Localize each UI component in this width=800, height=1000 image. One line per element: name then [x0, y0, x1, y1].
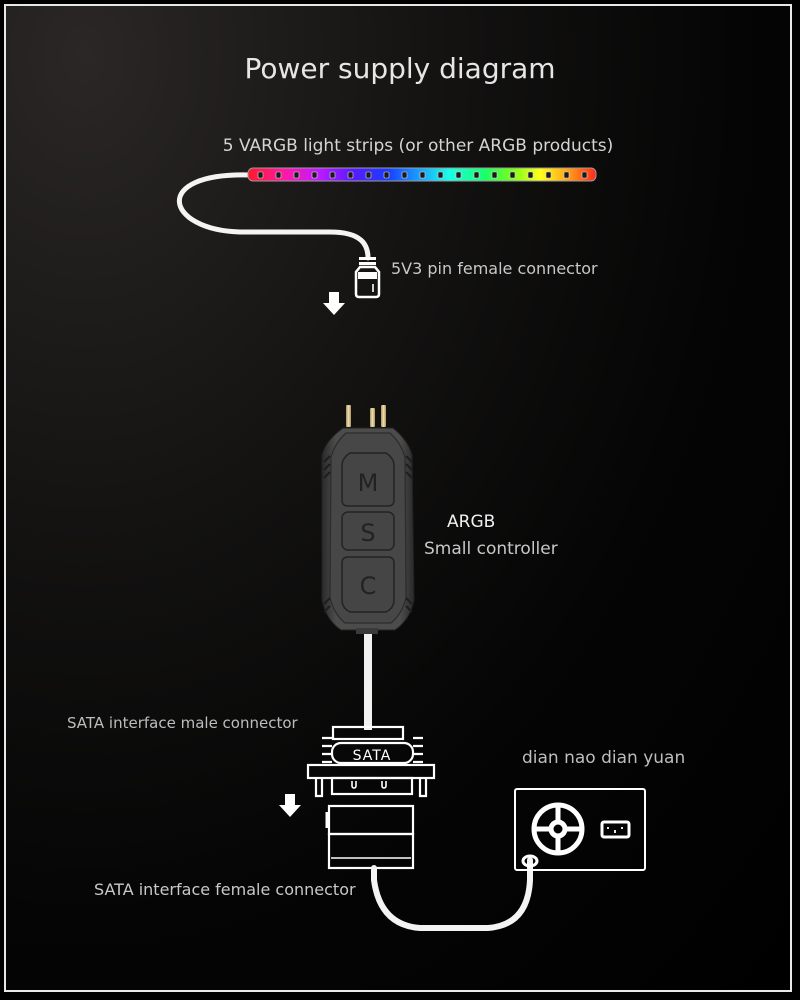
down-arrow-icon	[323, 292, 345, 315]
light-strip-label: 5 VARGB light strips (or other ARGB prod…	[222, 136, 614, 156]
down-arrow-icon	[279, 794, 301, 817]
sata-male-label: SATA interface male connector	[67, 714, 298, 732]
sata-female-connector-icon	[325, 804, 415, 870]
psu-label: dian nao dian yuan	[522, 748, 686, 768]
led-strip	[247, 167, 597, 182]
strip-cable	[176, 172, 371, 261]
psu-cable	[371, 857, 533, 931]
controller-label-small: Small controller	[424, 539, 558, 559]
sata-male-connector-icon	[306, 725, 436, 798]
psu-icon	[514, 788, 646, 871]
mode-button[interactable]: M	[341, 452, 395, 507]
diagram-title: Power supply diagram	[244, 52, 556, 85]
sata-female-label: SATA interface female connector	[94, 880, 356, 899]
controller-pins	[346, 405, 386, 427]
button-s-label: S	[360, 519, 375, 547]
female-connector-icon	[354, 257, 381, 299]
female-connector-label: 5V3 pin female connector	[391, 259, 598, 278]
argb-controller: M S C	[321, 427, 415, 634]
button-c-label: C	[360, 572, 377, 600]
sata-badge-text: SATA	[353, 748, 392, 764]
button-m-label: M	[358, 469, 379, 497]
controller-label-argb: ARGB	[447, 512, 496, 532]
color-button[interactable]: C	[341, 556, 395, 613]
speed-button[interactable]: S	[341, 511, 395, 551]
controller-cable	[364, 634, 372, 730]
